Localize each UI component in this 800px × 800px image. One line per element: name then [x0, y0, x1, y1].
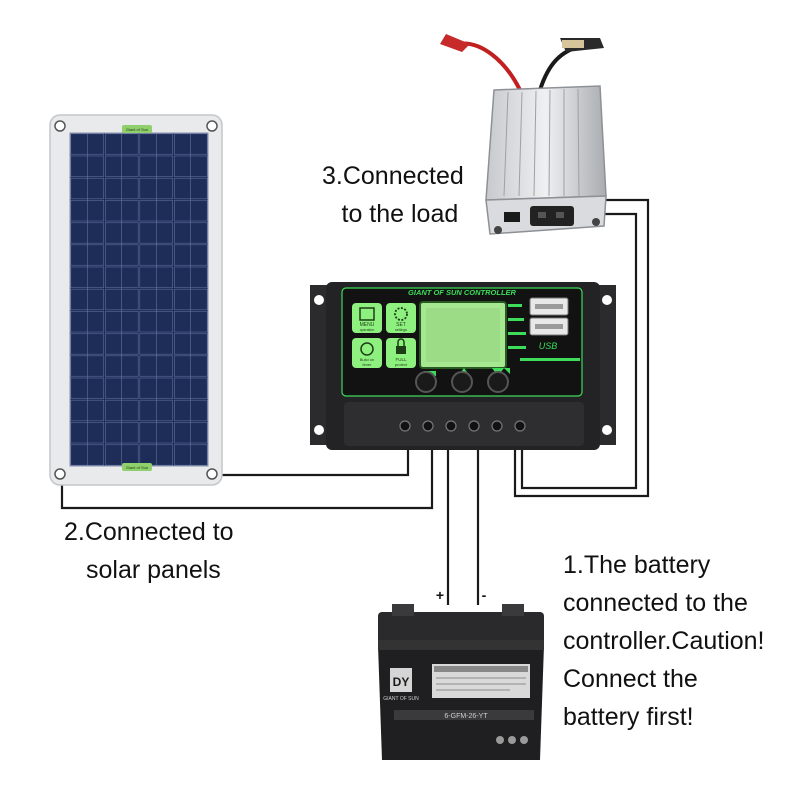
charge-controller: GIANT OF SUN CONTROLLER MENU operation S… — [310, 282, 616, 450]
battery-model: 6-GFM-26-YT — [444, 713, 488, 720]
wires — [60, 198, 650, 605]
full-button-sublabel: protect — [395, 362, 408, 367]
panel-mount-hole — [206, 120, 218, 132]
caption-line: to the load — [341, 200, 459, 228]
terminal-screws — [399, 420, 526, 432]
battery-warning-icons — [496, 736, 528, 744]
caption-line: battery first! — [563, 703, 694, 731]
set-button-sublabel: settings — [395, 328, 407, 332]
usb-label: USB — [539, 341, 558, 351]
controller-knob — [487, 371, 509, 393]
battery-brand: DY — [393, 675, 410, 689]
caption-line: controller.Caution! — [563, 627, 765, 655]
set-button-icon — [386, 303, 416, 333]
inverter — [440, 34, 607, 235]
controller-knob — [451, 371, 473, 393]
battery-brand-sub: GIANT OF SUN — [383, 696, 419, 702]
panel-bottom-label: Giant of Sun — [126, 465, 148, 470]
battery-plus-label: + — [436, 587, 444, 603]
timer-button-icon — [352, 338, 382, 368]
caption-line: 3.Connected — [322, 162, 464, 190]
load-wire-2 — [520, 212, 638, 490]
battery-logo — [390, 668, 412, 692]
indicator-stripes — [508, 304, 580, 361]
full-button-label: FULL — [395, 357, 407, 362]
caption-line: Connect the — [563, 665, 698, 693]
solar-panel: Giant of Sun Giant of Sun — [49, 114, 223, 486]
panel-mount-hole — [54, 468, 66, 480]
controller-title: GIANT OF SUN CONTROLLER — [408, 288, 516, 297]
caption-line: 1.The battery — [563, 551, 711, 579]
clock-icon — [360, 342, 374, 356]
menu-button-sublabel: operation — [360, 328, 375, 332]
inverter-cable-red — [457, 41, 522, 91]
set-button-label: SET — [396, 322, 406, 328]
inverter-usb-port — [504, 212, 520, 222]
panel-mount-hole — [54, 120, 66, 132]
panel-mount-hole — [206, 468, 218, 480]
caption-line: solar panels — [86, 556, 221, 584]
caption-line: 2.Connected to — [64, 518, 234, 546]
timer-button-sublabel: timer — [363, 362, 373, 367]
inverter-ac-socket — [530, 206, 574, 226]
caption-connected-to-load: 3.Connected to the load — [322, 157, 464, 233]
controller-knob — [415, 371, 437, 393]
gear-icon — [394, 307, 408, 321]
caption-line: connected to the — [563, 589, 748, 617]
battery-minus-label: - — [482, 587, 487, 603]
battery: + - DY GIANT OF SUN 6-GFM-26-YT — [378, 587, 544, 760]
menu-button-label: MENU — [360, 322, 375, 328]
panel-top-label: Giant of Sun — [126, 127, 148, 132]
load-wire-1 — [513, 198, 650, 498]
timer-button-label: Build on — [360, 357, 374, 362]
terminal-block — [344, 402, 584, 446]
red-clip-icon — [440, 34, 470, 52]
lock-icon — [396, 346, 406, 354]
caption-battery-first: 1.The battery connected to the controlle… — [563, 546, 765, 736]
solar-wire-1 — [218, 448, 410, 477]
caption-connected-to-solar: 2.Connected to solar panels — [64, 513, 234, 589]
solar-wire-2 — [60, 448, 434, 510]
controller-icon-buttons: MENU operation SET settings Build on tim… — [352, 303, 416, 368]
inverter-cable-black — [538, 43, 586, 91]
